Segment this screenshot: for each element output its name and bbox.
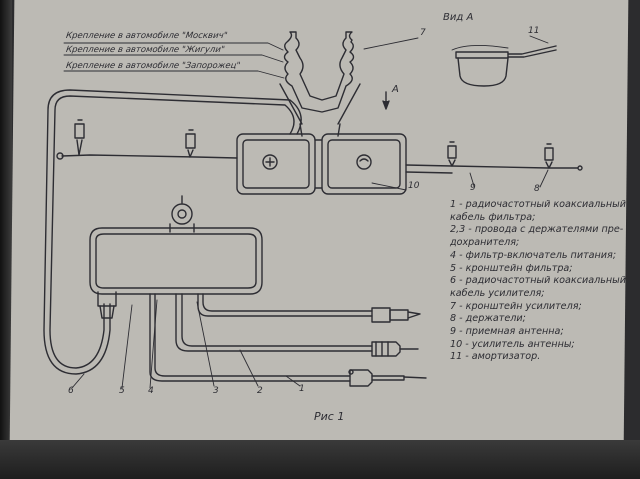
receiving-antenna bbox=[405, 141, 583, 174]
legend-line: кабель фильтра; bbox=[450, 211, 536, 223]
left-antenna-wire bbox=[56, 119, 238, 160]
legend-line: 5 - кронштейн фильтра; bbox=[450, 262, 573, 274]
legend-line: 1 - радиочастотный коаксиальный bbox=[450, 199, 626, 210]
table-shadow bbox=[0, 440, 640, 479]
legend-line: дохранителя; bbox=[450, 237, 520, 249]
legend-line: 4 - фильтр-включатель питания; bbox=[450, 249, 617, 261]
mount-leaders bbox=[63, 37, 419, 79]
legend-line: 7 - кронштейн усилителя; bbox=[450, 300, 582, 312]
figure-caption: Рис 1 bbox=[314, 410, 345, 423]
antenna-amplifier bbox=[236, 133, 407, 195]
view-a-shock-absorber bbox=[451, 35, 557, 87]
mount-label-zhiguli: Крепление в автомобиле "Жигули" bbox=[65, 45, 226, 55]
arrow-a-label: А bbox=[392, 84, 399, 95]
callout-4: 4 bbox=[148, 386, 154, 396]
legend-line: 10 - усилитель антенны; bbox=[450, 338, 575, 350]
legend-line: 8 - держатели; bbox=[450, 313, 526, 325]
amplifier-bracket bbox=[279, 31, 361, 137]
mount-label-zaporozhets: Крепление в автомобиле "Запорожец" bbox=[65, 61, 241, 71]
callout-6: 6 bbox=[68, 386, 74, 396]
callout-3: 3 bbox=[213, 386, 219, 396]
legend-line: 2,3 - провода с держателями пре- bbox=[450, 224, 624, 236]
legend-line: 9 - приемная антенна; bbox=[450, 326, 564, 338]
mount-label-moskvich: Крепление в автомобиле "Москвич" bbox=[65, 31, 229, 41]
callout-10: 10 bbox=[408, 181, 420, 191]
view-arrow bbox=[382, 91, 390, 110]
callout-7: 7 bbox=[420, 28, 426, 38]
callout-9: 9 bbox=[470, 183, 476, 193]
filter-wires bbox=[149, 293, 427, 387]
amplifier-cable bbox=[43, 89, 302, 375]
legend-line: кабель усилителя; bbox=[450, 287, 545, 299]
callout-11: 11 bbox=[528, 26, 540, 36]
callout-8: 8 bbox=[534, 184, 540, 194]
callout-2: 2 bbox=[257, 386, 263, 396]
callout-1: 1 bbox=[299, 384, 305, 394]
callout-5: 5 bbox=[119, 386, 125, 396]
view-a-label: Вид А bbox=[443, 12, 474, 23]
legend-line: 11 - амортизатор. bbox=[450, 351, 541, 363]
bottom-callouts bbox=[71, 169, 549, 389]
power-filter-switch bbox=[89, 195, 263, 319]
legend-line: 6 - радиочастотный коаксиальный bbox=[450, 275, 626, 287]
parts-legend: 1 - радиочастотный коаксиальный кабель ф… bbox=[450, 199, 626, 364]
page-left-edge bbox=[0, 0, 12, 440]
